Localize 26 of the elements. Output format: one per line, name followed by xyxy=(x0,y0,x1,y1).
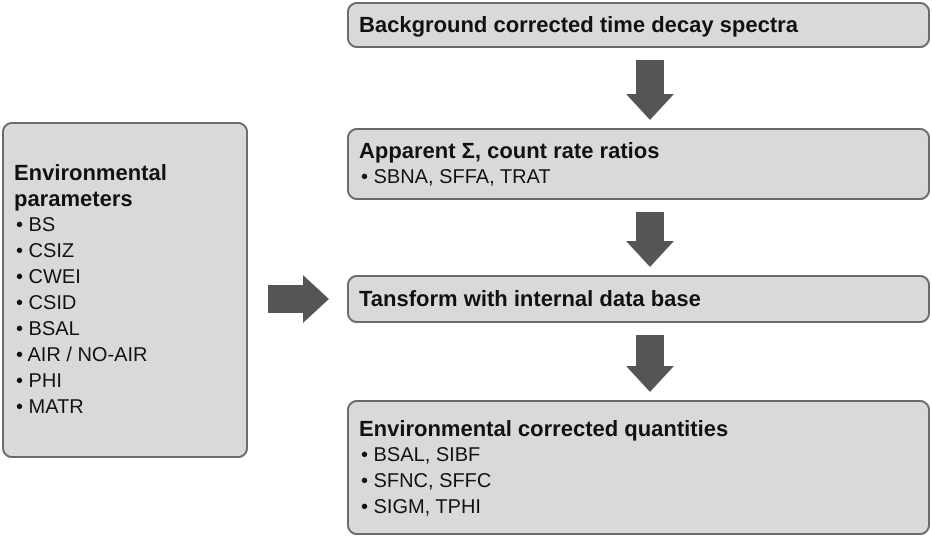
bullet-item: • CSIZ xyxy=(16,239,76,264)
block-arrow xyxy=(626,60,674,120)
process-box xyxy=(347,2,930,48)
process-box xyxy=(347,275,930,323)
bullet-item: • BS xyxy=(16,213,56,238)
box-heading: Environmental parameters xyxy=(14,160,168,212)
bullet-item: • BSAL, SIBF xyxy=(361,442,482,468)
bullet-item: • SFNC, SFFC xyxy=(361,468,492,494)
box-heading: Tansform with internal data base xyxy=(359,286,702,312)
box-heading: Apparent Σ, count rate ratios xyxy=(359,138,660,164)
block-arrow xyxy=(626,212,674,267)
bullet-item: • AIR / NO-AIR xyxy=(16,343,148,368)
bullet-item: • BSAL xyxy=(16,317,81,342)
process-box xyxy=(347,400,930,535)
box-heading: Background corrected time decay spectra xyxy=(359,12,800,38)
bullet-item: • CWEI xyxy=(16,265,82,290)
process-box xyxy=(347,128,930,200)
bullet-item: • SBNA, SFFA, TRAT xyxy=(361,165,552,190)
bullet-item: • PHI xyxy=(16,369,63,394)
bullet-item: • MATR xyxy=(16,395,85,420)
bullet-item: • SIGM, TPHI xyxy=(361,494,482,520)
process-box xyxy=(2,122,248,458)
block-arrow xyxy=(268,275,329,323)
block-arrow xyxy=(626,335,674,392)
bullet-item: • CSID xyxy=(16,291,78,316)
box-heading: Environmental corrected quantities xyxy=(359,416,730,442)
